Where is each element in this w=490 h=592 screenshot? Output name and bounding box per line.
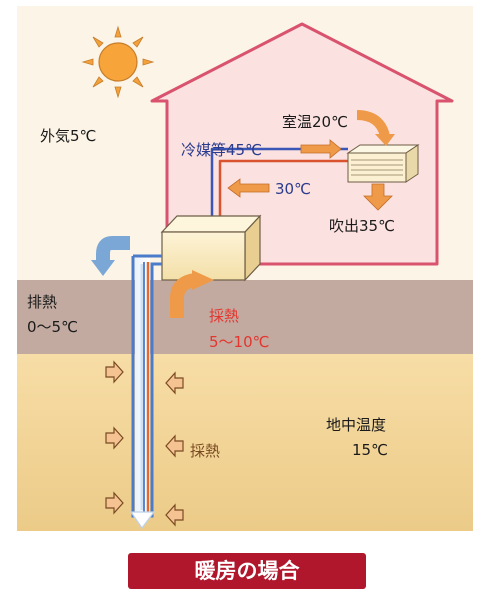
room-air-intake-arrow [356, 110, 395, 146]
soil-arrow-left [105, 360, 124, 384]
ground-surface-layer [17, 280, 473, 354]
caption-text: 暖房の場合 [195, 559, 301, 583]
heat-pump-unit [160, 214, 262, 282]
return-temp-label: 30℃ [275, 180, 311, 198]
refrigerant-label: 冷媒等45℃ [181, 141, 262, 159]
underground-temp-value: 15℃ [352, 441, 388, 459]
heat-collection-arrow [170, 270, 214, 318]
soil-heat-arrows [105, 360, 184, 527]
exhaust-heat-title: 排熱 [27, 293, 57, 311]
heat-collection-range: 5～10℃ [209, 333, 269, 351]
soil-arrow-right [165, 503, 184, 527]
outlet-temp-label: 吹出35℃ [329, 217, 395, 235]
outside-air-label: 外気5℃ [40, 127, 96, 145]
warm-air-outlet-arrow [363, 183, 393, 211]
exhaust-heat-arrow [91, 236, 130, 276]
heat-collection-small-label: 採熱 [190, 442, 220, 460]
indoor-unit [346, 144, 420, 183]
return-flow-arrow [227, 178, 270, 198]
room-temp-label: 室温20℃ [282, 113, 348, 131]
soil-arrow-left [105, 491, 124, 515]
exhaust-heat-range: 0～5℃ [27, 318, 78, 336]
soil-arrow-left [105, 426, 124, 450]
soil-arrow-right [165, 371, 184, 395]
refrigerant-flow-arrow [300, 139, 342, 159]
soil-arrow-right [165, 434, 184, 458]
underground-soil [17, 354, 473, 531]
caption-banner [128, 553, 366, 589]
sun-icon [81, 25, 155, 99]
ground-heat-exchanger-pipe [129, 254, 162, 530]
underground-temp-title: 地中温度 [326, 416, 386, 434]
heat-collection-title: 採熱 [209, 307, 239, 325]
